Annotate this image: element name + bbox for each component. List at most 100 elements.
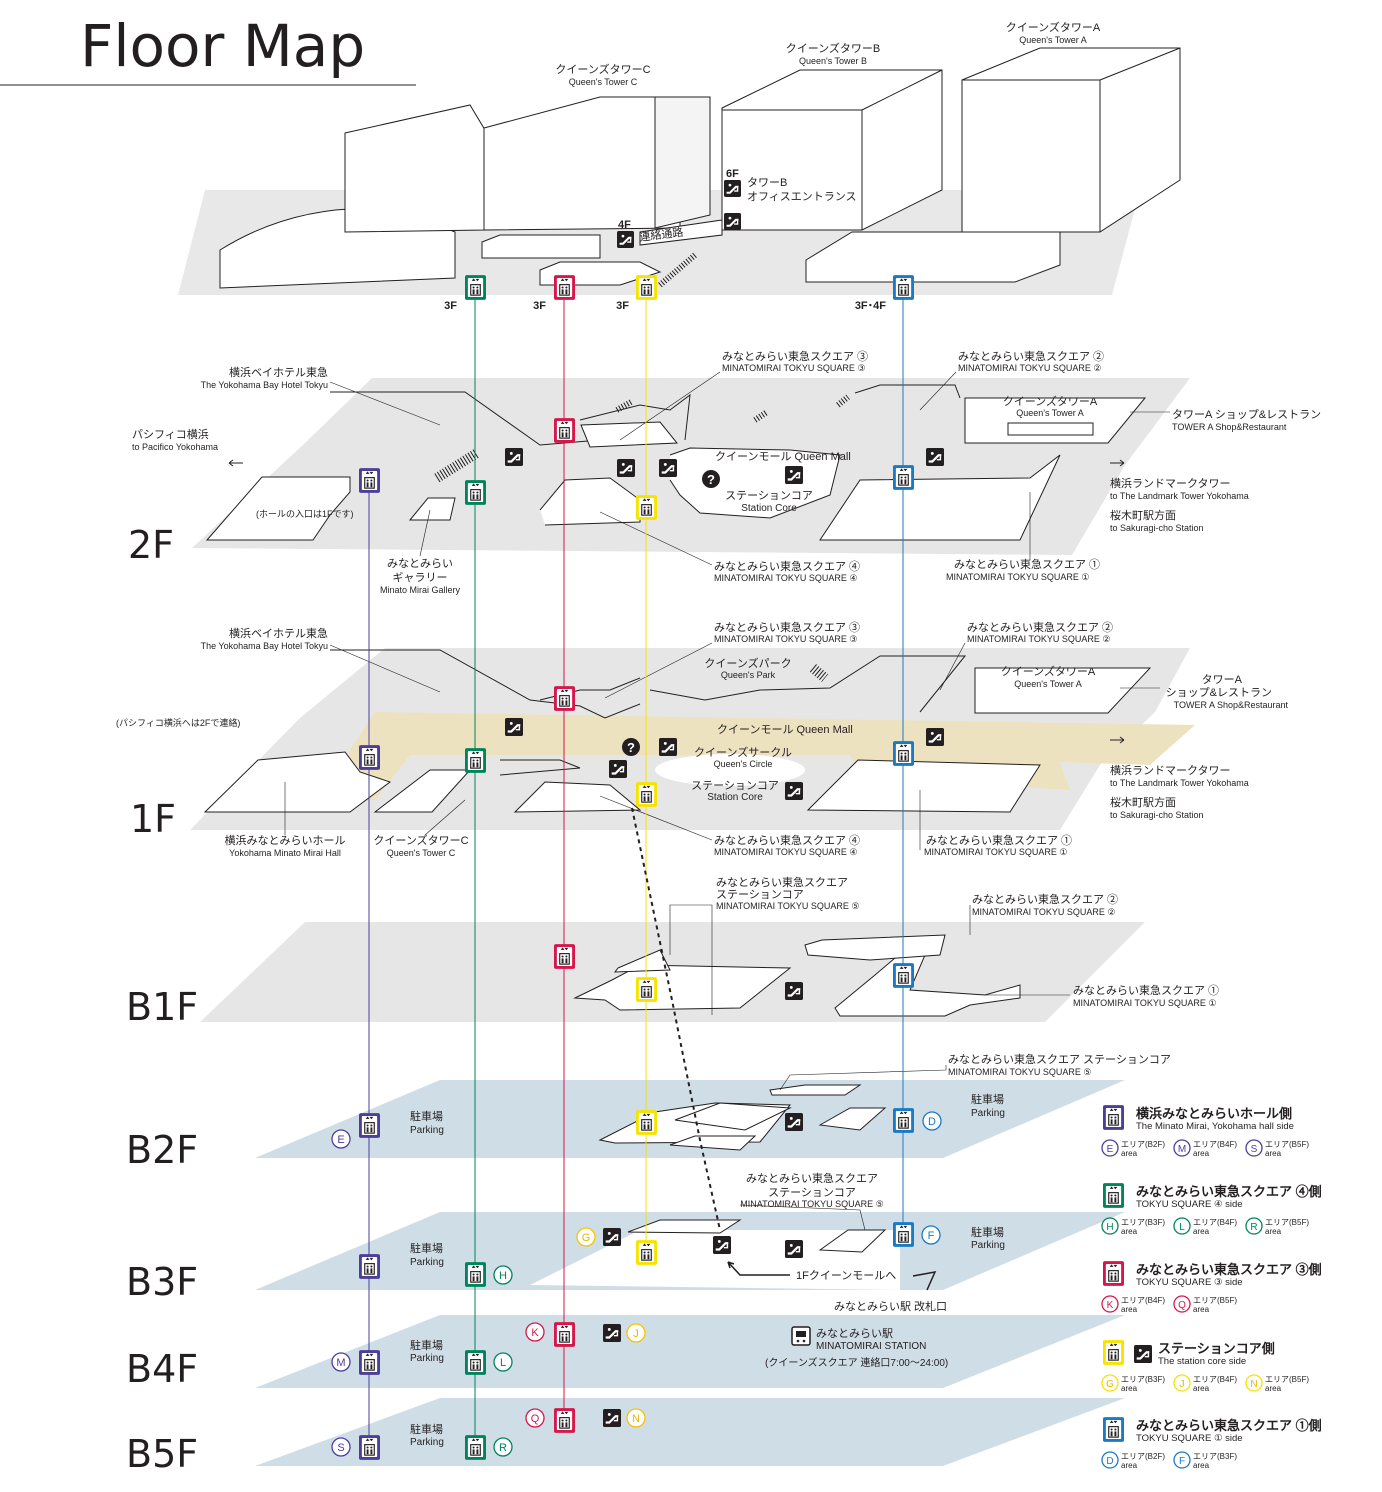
elevator-icon[interactable] (465, 275, 486, 300)
elevator-icon[interactable] (636, 275, 657, 300)
floor-label-b4f: B4F (126, 1347, 198, 1391)
tower-a-jp: クイーンズタワーA (1006, 20, 1101, 34)
elevator-icon[interactable] (465, 748, 486, 773)
f2-hall-note: (ホールの入口は1Fです) (256, 509, 354, 519)
b4-parking-jp: 駐車場 (410, 1338, 443, 1352)
f1-hall-en: Yokohama Minato Mirai Hall (229, 848, 341, 858)
escalator-icon[interactable] (926, 448, 944, 466)
elevator-icon[interactable] (893, 275, 914, 300)
escalator-icon[interactable] (785, 466, 803, 484)
escalator-icon[interactable] (617, 459, 635, 477)
elevator-icon[interactable] (359, 1435, 380, 1460)
svg-text:H: H (499, 1270, 507, 1282)
svg-text:area: area (1121, 1149, 1138, 1158)
svg-text:D: D (928, 1116, 936, 1128)
svg-text:Q: Q (1178, 1300, 1186, 1311)
elevator-icon[interactable] (359, 1350, 380, 1375)
escalator-icon[interactable] (724, 213, 741, 230)
escalator-icon[interactable] (603, 1324, 621, 1342)
escalator-icon[interactable] (713, 1236, 731, 1254)
svg-text:area: area (1121, 1227, 1138, 1236)
elevator-icon[interactable] (554, 1322, 575, 1347)
b3-to-mall: 1Fクイーンモールへ (796, 1269, 896, 1282)
svg-text:?: ? (707, 472, 715, 487)
elevator-icon[interactable] (465, 1350, 486, 1375)
elevator-icon[interactable] (359, 1254, 380, 1279)
svg-text:エリア(B4F): エリア(B4F) (1193, 1218, 1237, 1227)
elevator-icon[interactable] (893, 741, 914, 766)
b3-parking-en-right: Parking (971, 1240, 1005, 1251)
elevator-icon[interactable] (359, 468, 380, 493)
escalator-icon[interactable] (505, 718, 523, 736)
escalator-icon[interactable] (505, 448, 523, 466)
escalator-icon[interactable] (785, 982, 803, 1000)
svg-text:area: area (1265, 1149, 1282, 1158)
svg-text:エリア(B3F): エリア(B3F) (1193, 1452, 1237, 1461)
elevator-icon[interactable] (554, 418, 575, 443)
f1-hotel-en: The Yokohama Bay Hotel Tokyu (201, 641, 328, 651)
elevator-icon[interactable] (636, 782, 657, 807)
f1-shop-jp2: ショップ&レストラン (1166, 686, 1272, 699)
elevator-icon[interactable] (893, 465, 914, 490)
legend-title-en: TOKYU SQUARE ④ side (1136, 1199, 1243, 1210)
elevator-icon[interactable] (636, 977, 657, 1002)
svg-text:エリア(B4F): エリア(B4F) (1121, 1296, 1165, 1305)
escalator-icon[interactable] (617, 231, 634, 248)
b2-parking-en-left: Parking (410, 1125, 444, 1136)
elevator-icon[interactable] (893, 1108, 914, 1133)
arrow-right-icon (1110, 736, 1125, 744)
tower-c-jp: クイーンズタワーC (555, 62, 650, 76)
escalator-icon[interactable] (785, 1240, 803, 1258)
elevator-icon[interactable] (465, 1262, 486, 1287)
floor-label-1f: 1F (130, 797, 176, 841)
escalator-icon[interactable] (659, 738, 677, 756)
elevator-icon[interactable] (636, 495, 657, 520)
f1-shop-jp1: タワーA (1202, 673, 1243, 686)
elevator-icon (1103, 1417, 1124, 1442)
information-icon[interactable]: ? (702, 470, 720, 488)
elevator-icon[interactable] (636, 1240, 657, 1265)
escalator-icon[interactable] (785, 1113, 803, 1131)
legend-area-h: H エリア(B3F)area (1101, 1217, 1165, 1236)
legend-title-jp: ステーションコア側 (1158, 1341, 1275, 1356)
area-badge-h: H (493, 1265, 513, 1285)
b3-sq5-jp1: みなとみらい東急スクエア (746, 1171, 878, 1185)
escalator-icon[interactable] (785, 782, 803, 800)
information-icon[interactable]: ? (622, 738, 640, 756)
elevator-icon[interactable] (554, 944, 575, 969)
escalator-icon[interactable] (603, 1409, 621, 1427)
svg-text:?: ? (627, 740, 635, 755)
escalator-icon[interactable] (603, 1228, 621, 1246)
elevator-icon[interactable] (554, 275, 575, 300)
elevator-icon[interactable] (893, 963, 914, 988)
escalator-icon[interactable] (926, 728, 944, 746)
f2-pacifico-jp: パシフィコ横浜 (132, 427, 209, 441)
f2-sakuragi-jp: 桜木町駅方面 (1110, 508, 1176, 522)
f1-sakuragi-en: to Sakuragi-cho Station (1110, 810, 1204, 820)
elevator-icon[interactable] (554, 686, 575, 711)
svg-text:H: H (1106, 1222, 1113, 1233)
escalator-icon[interactable] (659, 459, 677, 477)
arrow-to-mall-icon (727, 1261, 790, 1276)
b2-sq5-jp: みなとみらい東急スクエア ステーションコア (948, 1052, 1171, 1066)
b4-station-en: MINATOMIRAI STATION (816, 1341, 926, 1352)
escalator-icon[interactable] (724, 180, 741, 197)
elev-floor-yellow: 3F (616, 300, 629, 312)
escalator-icon[interactable] (609, 760, 627, 778)
svg-text:area: area (1193, 1227, 1210, 1236)
elevator-icon[interactable] (465, 1435, 486, 1460)
elevator-icon[interactable] (636, 1110, 657, 1135)
svg-text:エリア(B3F): エリア(B3F) (1121, 1218, 1165, 1227)
floor-label-2f: 2F (128, 523, 174, 567)
elevator-icon[interactable] (359, 745, 380, 770)
elevator-icon[interactable] (554, 1408, 575, 1433)
elevator-icon[interactable] (893, 1222, 914, 1247)
elevator-icon[interactable] (359, 1113, 380, 1138)
elevator-icon[interactable] (465, 480, 486, 505)
area-badge-e: E (331, 1129, 351, 1149)
f2-shop-jp: タワーA ショップ&レストラン (1172, 408, 1321, 421)
